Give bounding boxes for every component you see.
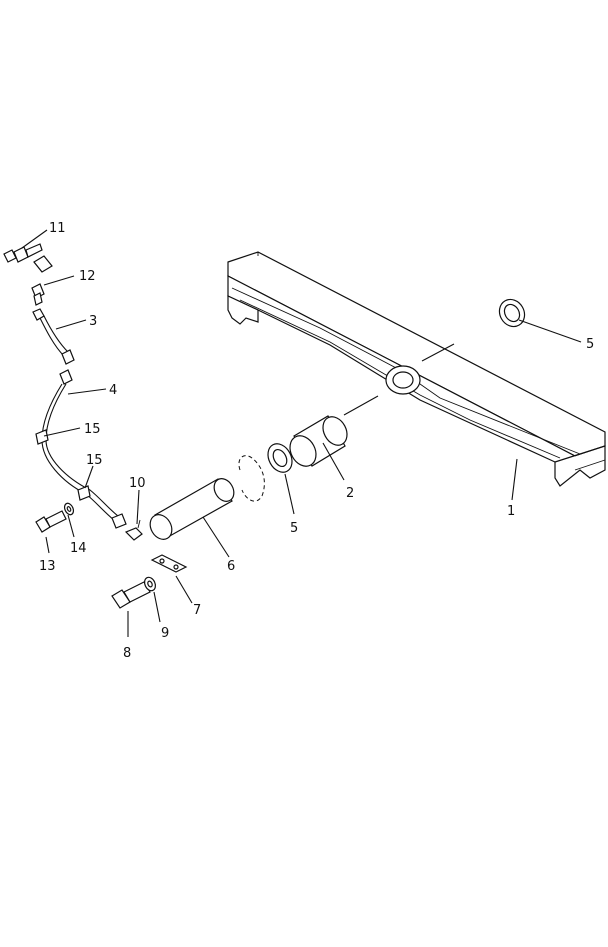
- grease-fitting: [3, 243, 53, 273]
- callout-7: 7: [193, 603, 201, 618]
- bushing: [289, 415, 348, 467]
- equalizer-bar: [227, 251, 606, 487]
- leader-lines: [21, 229, 582, 637]
- callout-2: 2: [346, 486, 354, 501]
- callout-9: 9: [161, 626, 169, 641]
- pin: [149, 478, 235, 540]
- hidden-boss-outline: [238, 455, 265, 502]
- seal-right: [498, 298, 526, 328]
- callout-15-upper: 15: [84, 422, 101, 437]
- callout-5-left: 5: [290, 521, 298, 536]
- callout-3: 3: [89, 314, 97, 329]
- callout-12: 12: [79, 269, 96, 284]
- hose-upper: [32, 308, 75, 365]
- clamp-lower: [77, 485, 91, 501]
- callout-11: 11: [49, 221, 66, 236]
- callout-15-lower: 15: [86, 453, 103, 468]
- callout-6: 6: [227, 559, 235, 574]
- callout-14: 14: [70, 541, 87, 556]
- seal-left: [267, 443, 293, 473]
- callout-4: 4: [109, 383, 117, 398]
- bolt-lower: [111, 581, 151, 609]
- callout-5-right: 5: [586, 337, 594, 352]
- plate: [150, 554, 188, 573]
- callouts: 1 2 3 4 5 5 6 7 8 9 10 11 12 13 14 15 15: [39, 221, 594, 661]
- elbow-fitting: [124, 519, 143, 541]
- washer-lower: [143, 576, 157, 592]
- bolt-upper: [35, 510, 67, 533]
- hose-lower: [41, 369, 127, 529]
- washer-upper: [63, 502, 75, 516]
- callout-13: 13: [39, 559, 56, 574]
- connector: [31, 283, 45, 306]
- callout-10: 10: [129, 476, 146, 491]
- callout-8: 8: [123, 646, 131, 661]
- callout-1: 1: [507, 504, 515, 519]
- clamp-upper: [35, 429, 49, 445]
